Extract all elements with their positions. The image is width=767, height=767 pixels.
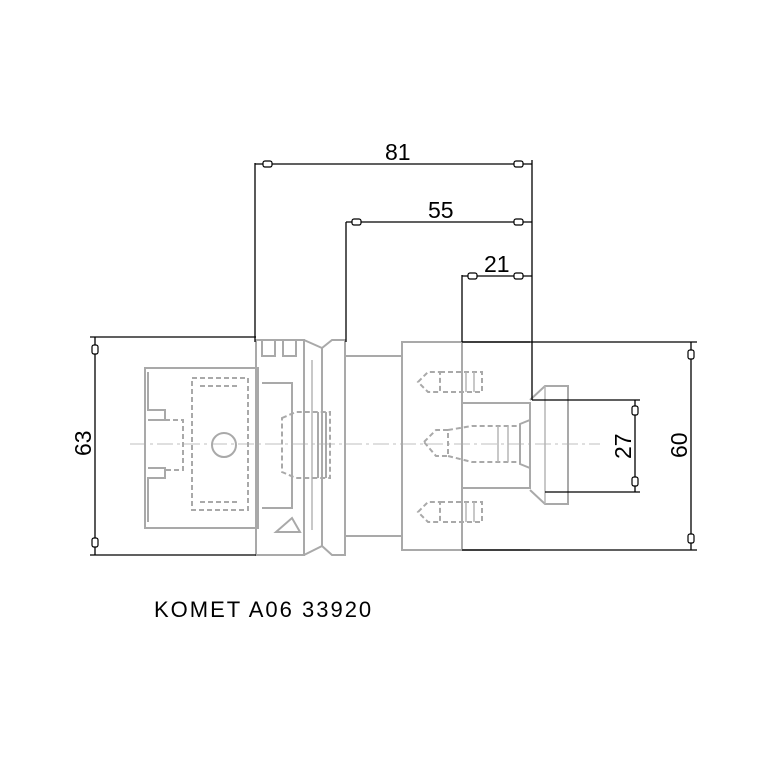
main-body xyxy=(345,341,530,551)
part-number-caption: KOMET A06 33920 xyxy=(154,597,374,622)
body-screw-top xyxy=(416,371,483,393)
dimension-63-label: 63 xyxy=(70,430,96,456)
flange xyxy=(255,339,346,556)
dimension-81-label: 81 xyxy=(385,139,411,165)
dimension-21-label: 21 xyxy=(484,251,510,277)
dimension-55: 55 xyxy=(346,197,532,226)
front-spigot xyxy=(462,385,569,505)
tool-holder-part xyxy=(130,339,600,556)
dimension-27: 27 xyxy=(532,399,640,493)
dimension-55-label: 55 xyxy=(428,197,454,223)
dimension-27-label: 27 xyxy=(610,433,636,459)
dimension-annotations: 81 55 21 63 xyxy=(70,139,697,556)
dimension-63: 63 xyxy=(70,336,256,556)
locking-screw xyxy=(281,411,331,479)
coolant-hole xyxy=(211,432,237,458)
dimension-60: 60 xyxy=(462,341,697,551)
dimension-81: 81 xyxy=(255,139,532,168)
dimension-21: 21 xyxy=(462,251,532,280)
left-shank xyxy=(144,367,259,529)
body-screw-bottom xyxy=(416,501,483,523)
dimension-60-label: 60 xyxy=(666,432,692,458)
